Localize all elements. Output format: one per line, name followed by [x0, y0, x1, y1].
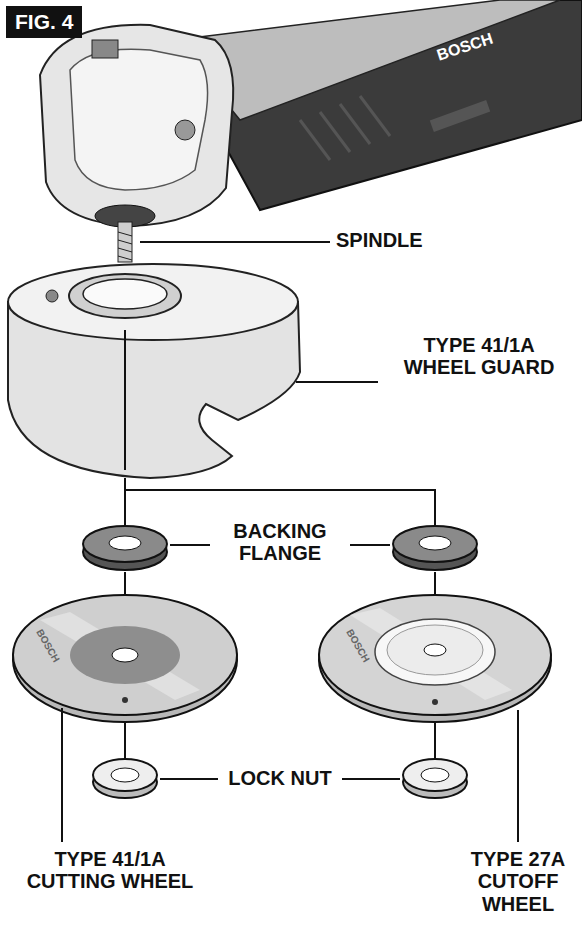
part-label: TYPE 41/1A CUTTING WHEEL — [12, 848, 208, 893]
assembly-line — [124, 722, 126, 758]
leader-line — [61, 708, 63, 842]
assembly-bracket — [125, 478, 435, 526]
leader-line — [517, 710, 519, 842]
gear-head-face — [70, 49, 208, 190]
part-label: BACKING FLANGE — [214, 520, 346, 565]
leader-line — [140, 241, 330, 243]
guard-screw — [46, 290, 58, 302]
leader-line — [342, 778, 400, 780]
leader-line — [160, 778, 218, 780]
part-label: SPINDLE — [336, 229, 476, 251]
backing-flange — [83, 526, 167, 570]
backing-flange — [393, 526, 477, 570]
lock-nut — [403, 759, 467, 798]
assembly-line — [124, 330, 126, 470]
part-label: TYPE 27A CUTOFF WHEEL — [462, 848, 574, 915]
figure-tag: FIG. 4 — [6, 6, 82, 38]
lock-nut — [93, 759, 157, 798]
cutting-wheel — [13, 595, 237, 722]
guard-collar — [69, 274, 181, 318]
spindle-lock — [92, 40, 118, 58]
leader-line — [296, 381, 378, 383]
assembly-line — [124, 490, 126, 526]
guard-collar-ring — [83, 279, 167, 309]
guard-top — [8, 264, 298, 340]
leader-line — [170, 544, 210, 546]
grip-texture — [300, 96, 390, 160]
spindle — [118, 222, 132, 262]
cutoff-wheel — [319, 595, 551, 722]
assembly-line — [434, 722, 436, 758]
switch — [430, 100, 490, 132]
gear-head — [40, 25, 233, 226]
leader-line — [350, 544, 390, 546]
part-label: LOCK NUT — [222, 767, 338, 789]
figure-title: FIG. 4 — [15, 10, 73, 34]
spindle-thread — [118, 232, 132, 260]
part-label: TYPE 41/1A WHEEL GUARD — [388, 334, 570, 379]
side-handle-port — [175, 120, 195, 140]
